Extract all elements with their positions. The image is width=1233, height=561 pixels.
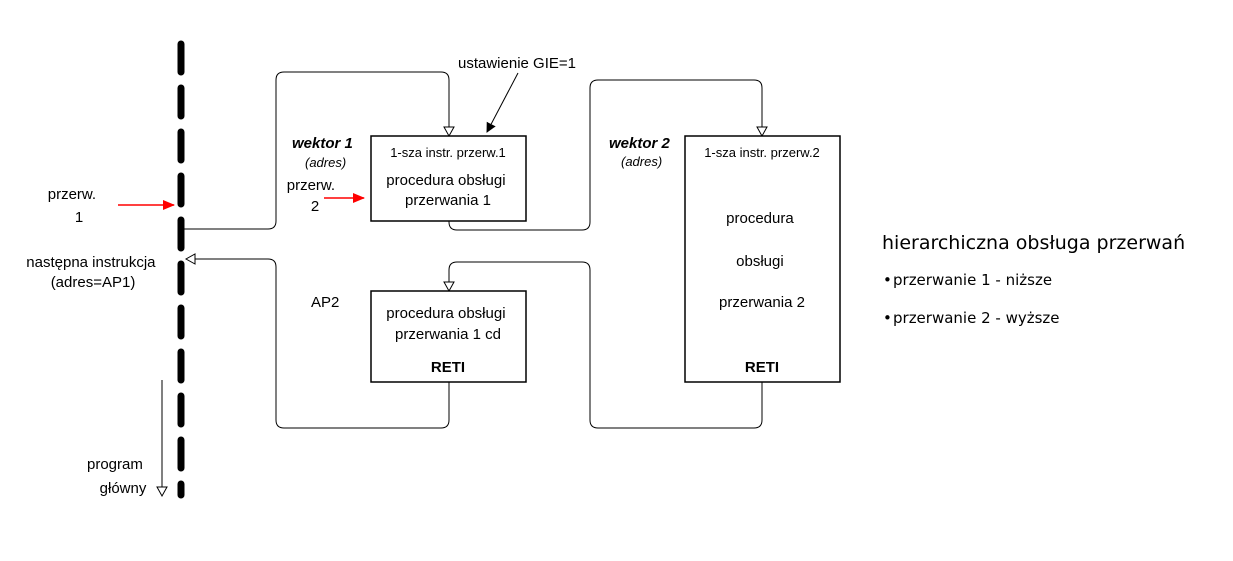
main-program-label: program główny [87, 456, 147, 497]
side-note-item: przerwanie 1 - niższe [893, 271, 1052, 289]
box2-body: procedura obsługi przerwania 2 [719, 210, 805, 311]
vector1-address-label: (adres) [305, 155, 346, 170]
interrupt1-routine-box [370, 135, 527, 222]
gie-note: ustawienie GIE=1 [458, 55, 576, 72]
interrupt1-continuation-box [370, 290, 527, 383]
jump-to-vector2-line [448, 79, 768, 231]
return-from-interrupt1-line [184, 253, 450, 429]
return-from-interrupt2-line [443, 261, 763, 429]
vector2-address-label: (adres) [621, 154, 662, 169]
side-note-bullet: • [883, 271, 892, 289]
box1-body: procedura obsługi przerwania 1 [386, 172, 509, 209]
jump-to-vector1-line [184, 71, 455, 230]
next-instruction-label: następna instrukcja (adres=AP1) [26, 254, 159, 291]
side-note-bullet: • [883, 309, 892, 327]
interrupt2-routine-box [684, 135, 841, 383]
box2-first-instruction: 1-sza instr. przerw.2 [704, 145, 820, 160]
gie-pointer [486, 72, 519, 133]
vector2-label: wektor 2 [609, 135, 671, 152]
box1-first-instruction: 1-sza instr. przerw.1 [390, 145, 506, 160]
interrupt2-label: przerw. 2 [287, 177, 340, 215]
vector1-label: wektor 1 [292, 135, 353, 152]
side-note-item: przerwanie 2 - wyższe [893, 309, 1060, 327]
box1-cont-body: procedura obsługi przerwania 1 cd [386, 305, 509, 343]
side-note-title: hierarchiczna obsługa przerwań [882, 232, 1185, 254]
box2-reti: RETI [745, 359, 779, 376]
side-note-list: • przerwanie 1 - niższe • przerwanie 2 -… [883, 271, 1060, 327]
interrupt1-label: przerw. 1 [48, 186, 101, 226]
box1-cont-reti: RETI [431, 359, 465, 376]
ap2-label: AP2 [311, 294, 339, 311]
